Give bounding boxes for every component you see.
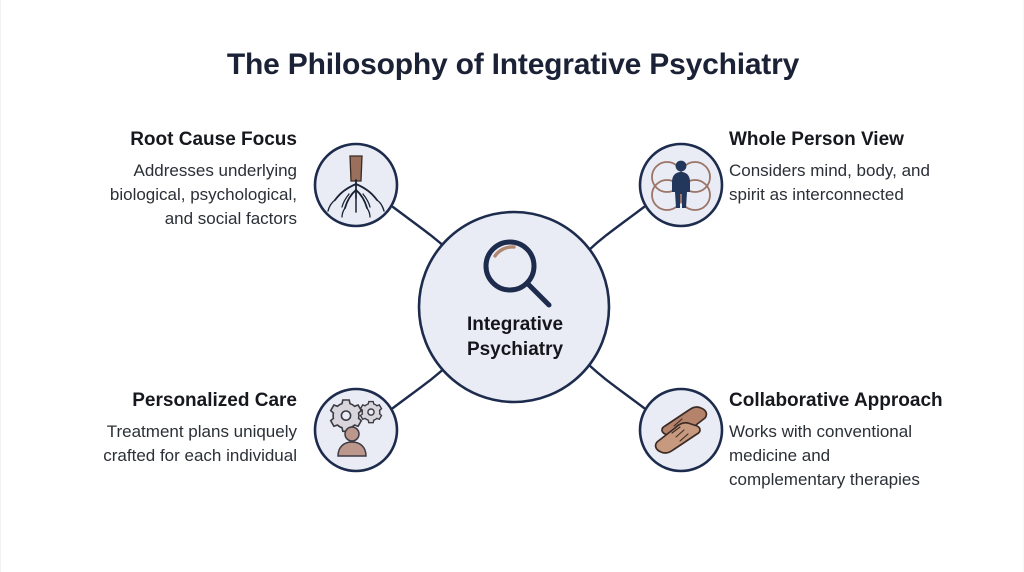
node-title-root-cause-focus: Root Cause Focus [130, 129, 297, 150]
node-text-root-cause-focus: Root Cause Focus Addresses underlying bi… [41, 128, 297, 231]
node-desc-line: biological, psychological, [109, 184, 297, 204]
node-text-whole-person-view: Whole Person View Considers mind, body, … [729, 128, 995, 207]
page-title: The Philosophy of Integrative Psychiatry [226, 48, 800, 81]
tree-roots-icon [327, 155, 385, 218]
node-circle-top-left[interactable] [313, 142, 399, 228]
person-in-circles-icon [651, 160, 711, 211]
connector-top-left [391, 205, 450, 252]
node-desc-line: spirit as interconnected [729, 184, 904, 204]
node-title-whole-person-view: Whole Person View [729, 129, 904, 150]
node-desc-line: medicine and [729, 445, 831, 465]
central-hub-label-line2: Psychiatry [466, 339, 564, 361]
node-desc-line: complementary therapies [729, 470, 920, 489]
connector-bottom-right [587, 363, 646, 410]
node-desc-line: Works with conventional [729, 421, 912, 441]
central-hub-circle [417, 210, 611, 404]
connector-bottom-left [391, 363, 450, 410]
central-hub-label-line1: Integrative [466, 314, 564, 335]
node-text-personalized-care: Personalized Care Treatment plans unique… [41, 389, 297, 468]
node-desc-root-cause-focus: Addresses underlying biological, psychol… [41, 159, 297, 231]
node-title-personalized-care: Personalized Care [132, 390, 297, 411]
magnifying-glass-icon [483, 239, 552, 308]
node-desc-line: Addresses underlying [133, 160, 297, 180]
node-desc-personalized-care: Treatment plans uniquely crafted for eac… [41, 420, 297, 468]
node-circle-top-right[interactable] [638, 142, 724, 228]
connector-top-right [587, 205, 646, 252]
clasped-hands-icon [654, 406, 708, 454]
gears-person-icon [329, 399, 383, 457]
node-desc-line: and social factors [164, 209, 297, 228]
node-desc-whole-person-view: Considers mind, body, and spirit as inte… [729, 159, 995, 207]
node-desc-line: Treatment plans uniquely [106, 421, 297, 441]
node-text-collaborative-approach: Collaborative Approach Works with conven… [729, 389, 991, 492]
node-title-collaborative-approach: Collaborative Approach [729, 390, 943, 411]
node-desc-collaborative-approach: Works with conventional medicine and com… [729, 420, 991, 492]
node-circle-bottom-left[interactable] [313, 387, 399, 473]
node-desc-line: crafted for each individual [103, 445, 297, 465]
central-hub-label: Integrative Psychiatry [413, 312, 617, 362]
node-desc-line: Considers mind, body, and [729, 160, 930, 180]
node-circle-bottom-right[interactable] [638, 387, 724, 473]
